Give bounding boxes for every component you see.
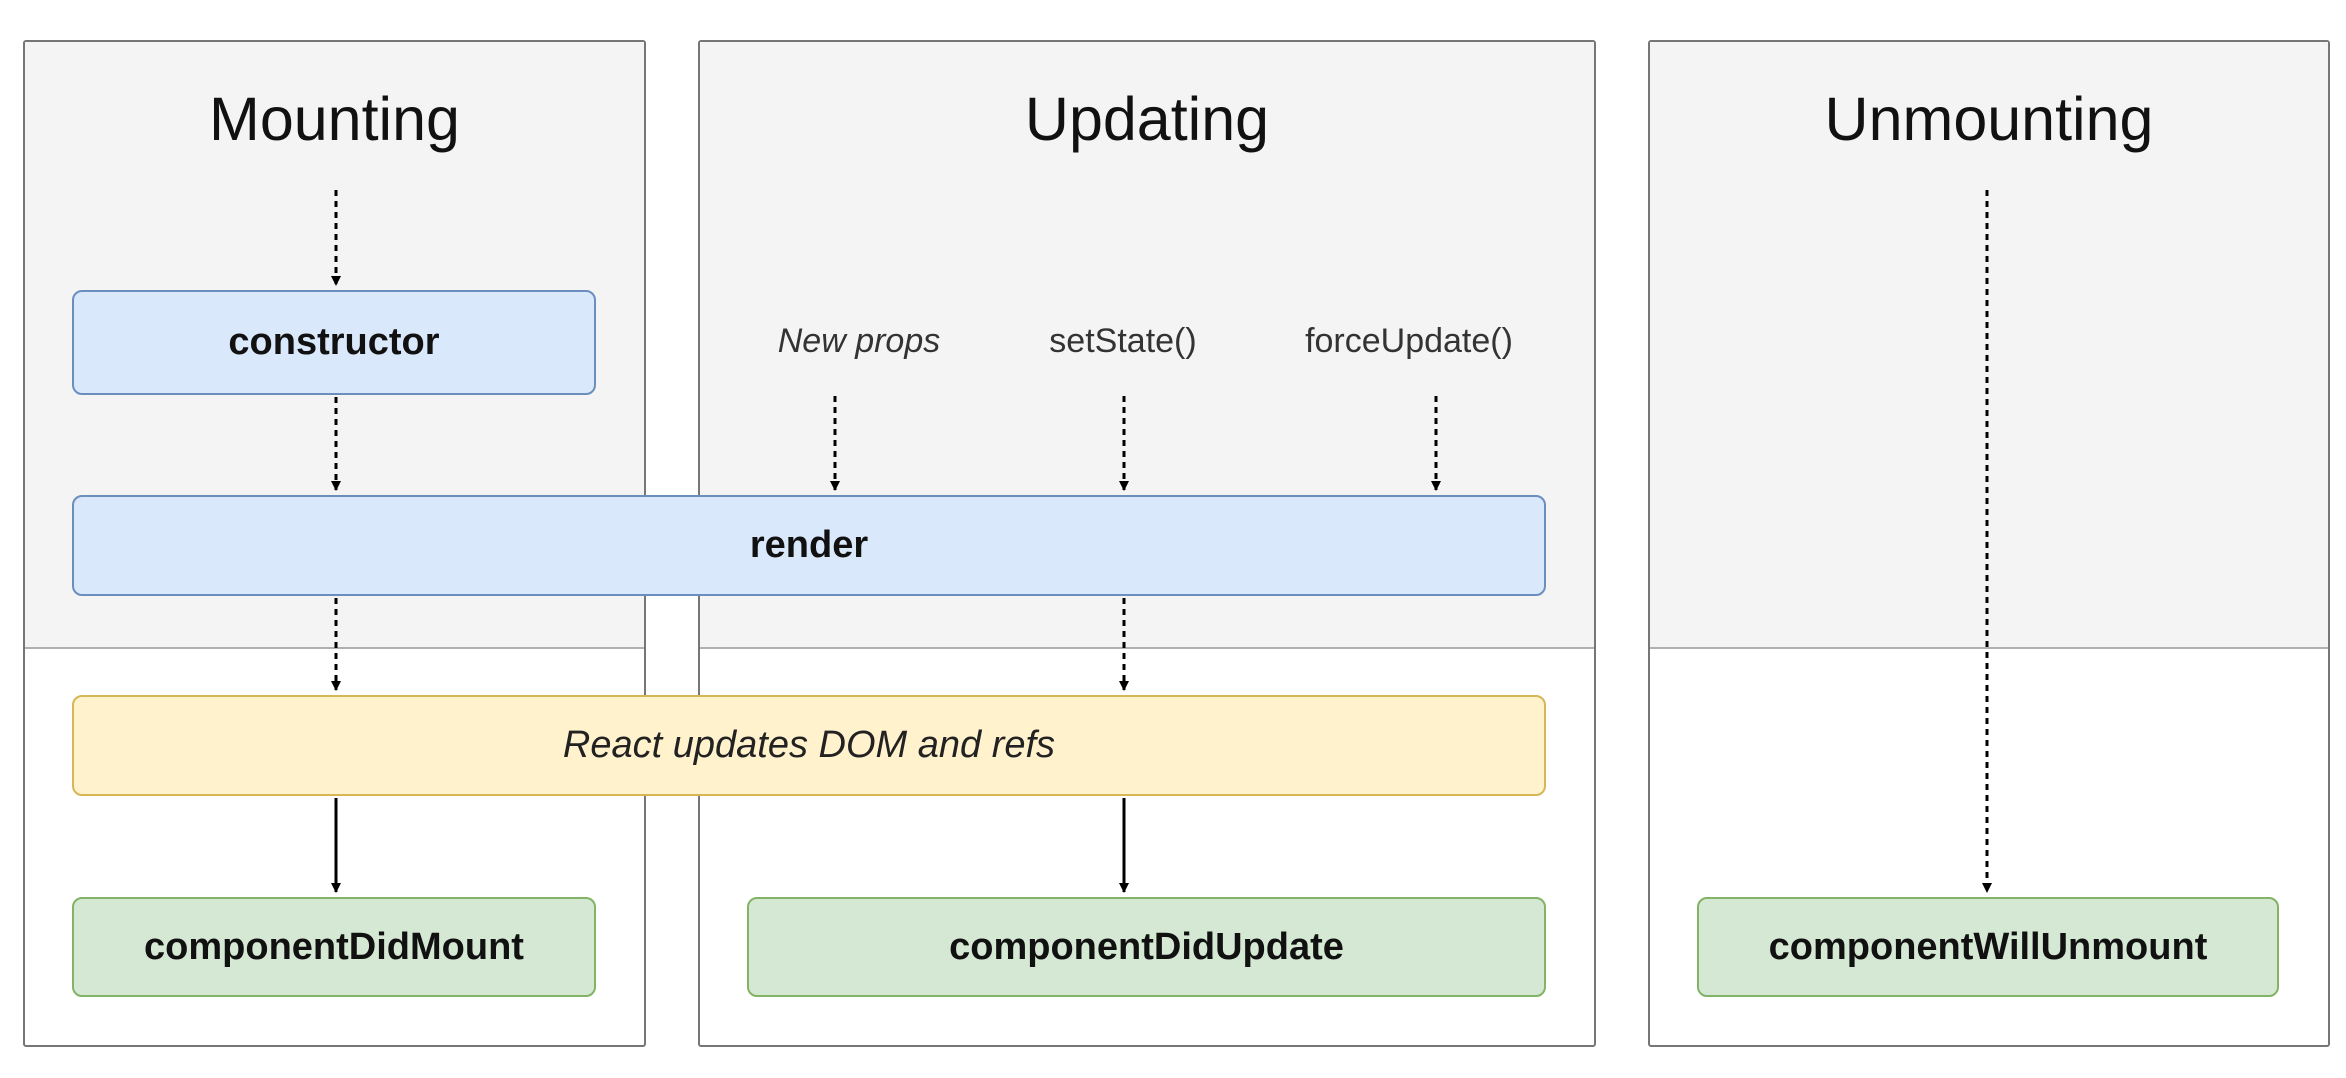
unmounting-title: Unmounting	[1824, 85, 2154, 153]
updating-title: Updating	[1024, 85, 1270, 153]
new-props-trigger: New props	[777, 322, 941, 360]
component-did-mount-label: componentDidMount	[144, 925, 524, 968]
component-will-unmount-box: componentWillUnmount	[1697, 897, 2279, 997]
constructor-box: constructor	[72, 290, 596, 395]
component-will-unmount-label: componentWillUnmount	[1768, 925, 2208, 968]
render-box: render	[72, 495, 1546, 596]
set-state-trigger: setState()	[1049, 322, 1197, 360]
render-label: render	[749, 524, 869, 566]
component-did-update-label: componentDidUpdate	[949, 925, 1344, 968]
mounting-title: Mounting	[209, 85, 460, 153]
unmounting-render-phase-area	[1650, 42, 2328, 649]
force-update-trigger: forceUpdate()	[1305, 322, 1513, 360]
component-did-mount-box: componentDidMount	[72, 897, 596, 997]
react-updates-dom-label: React updates DOM and refs	[562, 724, 1056, 766]
component-did-update-box: componentDidUpdate	[747, 897, 1546, 997]
constructor-label: constructor	[228, 321, 440, 363]
unmounting-panel	[1648, 40, 2330, 1047]
react-updates-dom-box: React updates DOM and refs	[72, 695, 1546, 796]
